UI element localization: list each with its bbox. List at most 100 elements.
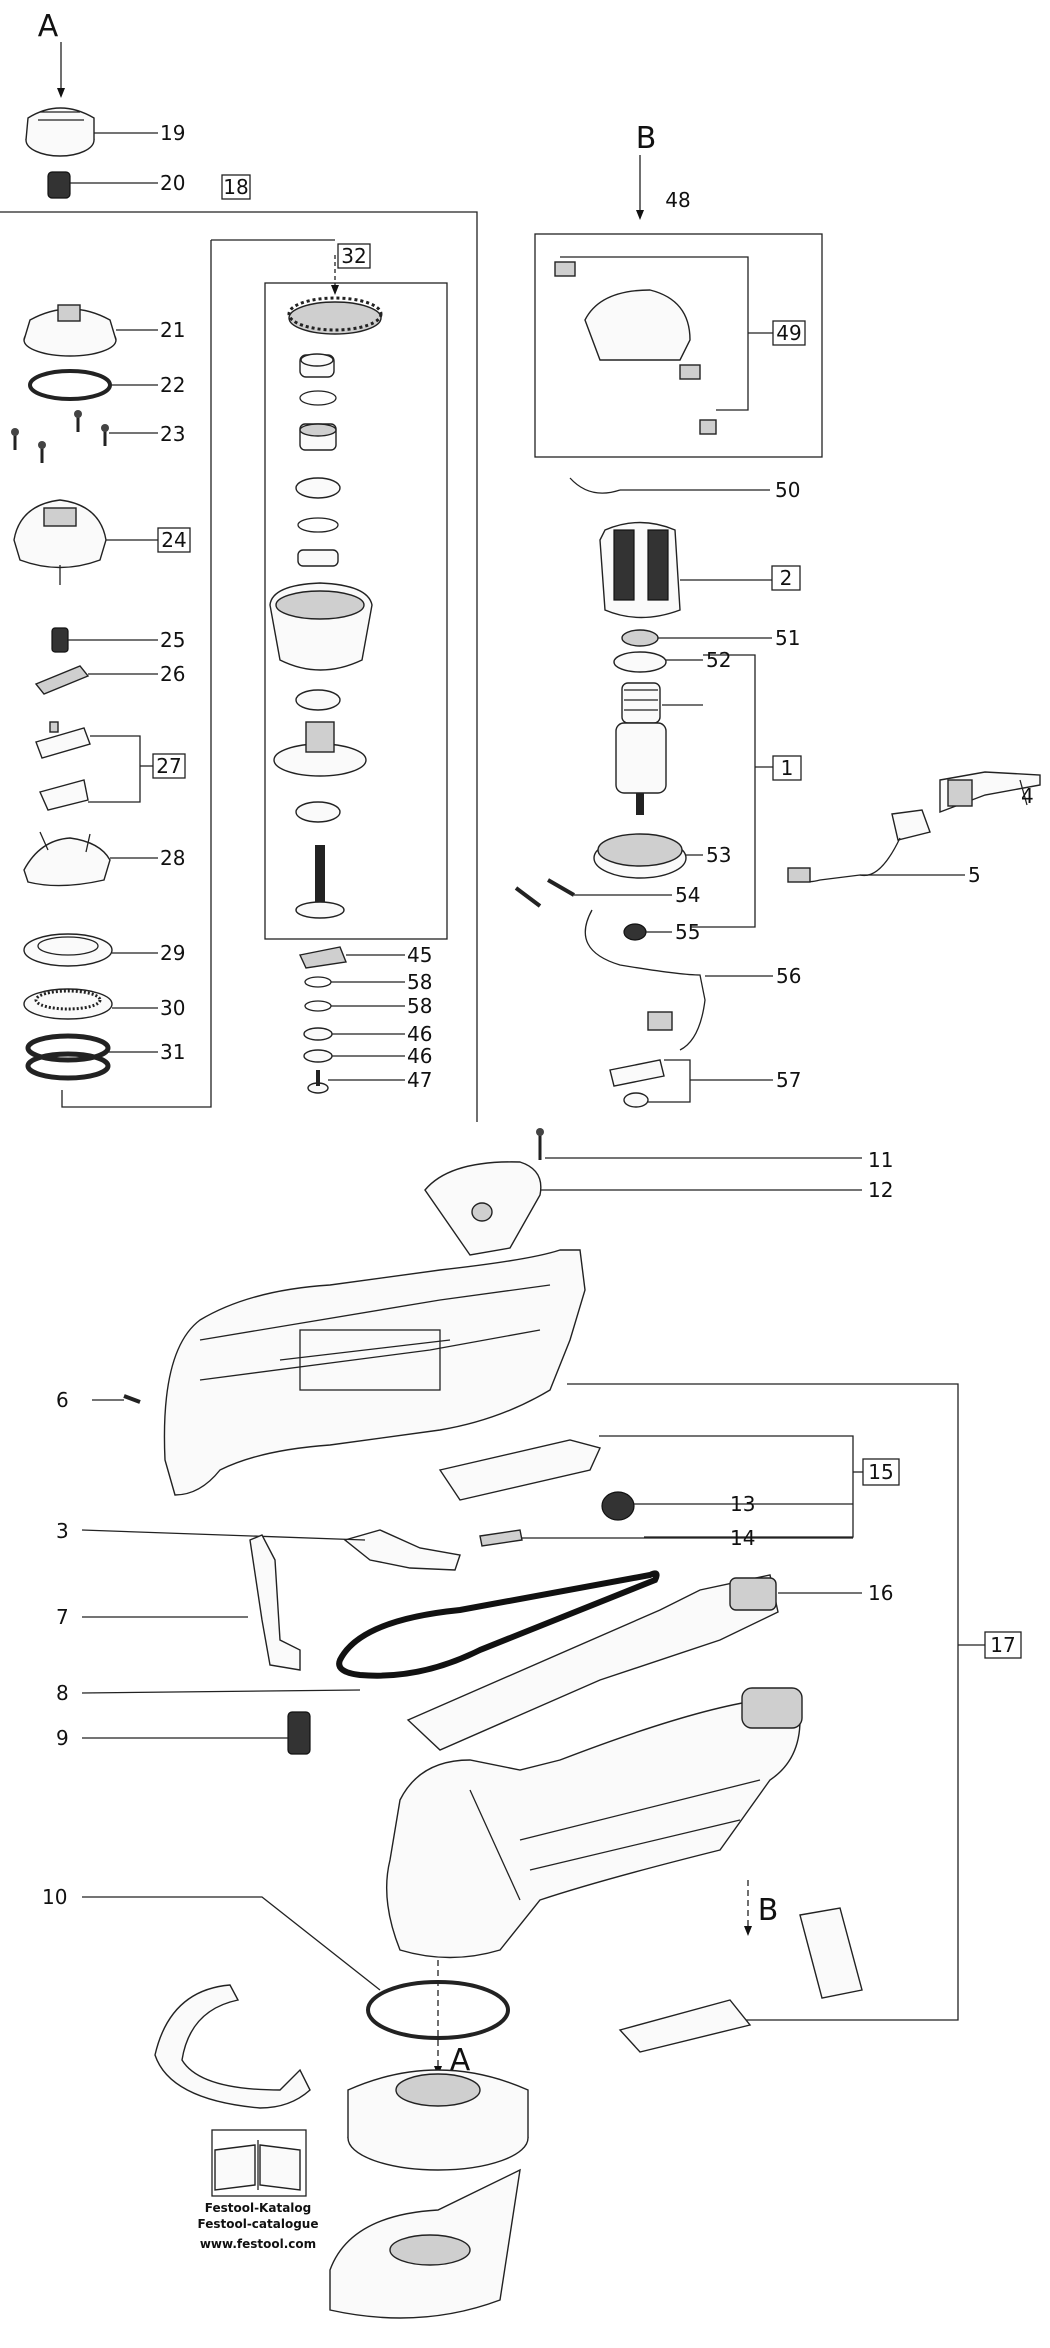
label-31: 31 [160, 1040, 185, 1064]
center-small-parts [298, 946, 405, 1094]
label-12: 12 [868, 1178, 893, 1202]
part-52-washer [613, 651, 703, 673]
part-22-o-ring [28, 369, 158, 401]
label-6: 6 [56, 1388, 69, 1412]
part-24-gear-housing [13, 499, 158, 585]
label-25: 25 [160, 628, 185, 652]
part-30-ring-gear [23, 988, 158, 1020]
part-50-cable [569, 477, 770, 494]
label-32: 32 [341, 244, 366, 268]
label-16: 16 [868, 1581, 893, 1605]
label-46a: 46 [407, 1022, 432, 1046]
part-8-belt [81, 1570, 660, 1694]
label-48: 48 [665, 188, 690, 212]
part-7-bracket [82, 1534, 301, 1671]
part-31-band [25, 1033, 158, 1081]
part-2-stator [599, 521, 772, 619]
group-48-brush-holder [554, 261, 717, 435]
label-24: 24 [161, 528, 186, 552]
label-29: 29 [160, 941, 185, 965]
label-58a: 58 [407, 970, 432, 994]
label-17: 17 [990, 1633, 1015, 1657]
part-23-screws [11, 410, 158, 463]
part-29-ring-plate [23, 933, 158, 967]
part-10-ring [82, 1896, 510, 2040]
label-53: 53 [706, 843, 731, 867]
part-21-housing-cap [23, 304, 158, 357]
label-19: 19 [160, 121, 185, 145]
sanding-pad-delta [329, 2168, 521, 2319]
label-50: 50 [775, 478, 800, 502]
part-number-labels: 19 20 21 22 23 25 26 28 29 30 31 45 58 5… [42, 121, 1034, 1909]
label-1: 1 [781, 756, 794, 780]
view-marker-b-top: B [636, 121, 657, 220]
part-25-spring [51, 627, 158, 653]
part-16-duct [406, 1574, 862, 1751]
label-23: 23 [160, 422, 185, 446]
part-11-screw [536, 1128, 862, 1160]
part-28-shroud [23, 831, 158, 887]
svg-text:B: B [636, 121, 657, 156]
label-54: 54 [675, 883, 700, 907]
label-47: 47 [407, 1068, 432, 1092]
part-1-armature [615, 682, 703, 815]
label-20: 20 [160, 171, 185, 195]
svg-text:B: B [758, 1893, 779, 1928]
part-55-bearing [623, 923, 672, 941]
label-56: 56 [776, 964, 801, 988]
label-46b: 46 [407, 1044, 432, 1068]
label-58b: 58 [407, 994, 432, 1018]
svg-text:A: A [38, 9, 59, 44]
part-27-switch-set [35, 721, 153, 811]
label-28: 28 [160, 846, 185, 870]
label-11: 11 [868, 1148, 893, 1172]
label-52: 52 [706, 648, 731, 672]
view-marker-a-top: A [38, 9, 65, 98]
label-55: 55 [675, 920, 700, 944]
catalog-line-1: Festool-Katalog [205, 2201, 312, 2215]
label-10: 10 [42, 1885, 67, 1909]
part-9-spring [82, 1711, 311, 1755]
catalog-book-icon: Festool-Katalog Festool-catalogue www.fe… [198, 2129, 319, 2251]
label-5: 5 [968, 863, 981, 887]
label-26: 26 [160, 662, 185, 686]
part-12-cover [424, 1161, 862, 1256]
catalog-line-2: Festool-catalogue [198, 2217, 319, 2231]
upper-housing [163, 1249, 586, 1496]
part-5-cable [787, 809, 965, 883]
part-57-holder [609, 1059, 773, 1108]
label-49: 49 [776, 321, 801, 345]
view-marker-b-bottom: B [744, 1880, 778, 1936]
label-9: 9 [56, 1726, 69, 1750]
label-7: 7 [56, 1605, 69, 1629]
part-26-latch [34, 665, 158, 695]
label-8: 8 [56, 1681, 69, 1705]
label-15: 15 [868, 1460, 893, 1484]
label-27: 27 [156, 754, 181, 778]
group-frames [0, 211, 985, 2021]
label-30: 30 [160, 996, 185, 1020]
part-4-plug [939, 771, 1041, 814]
part-3-lever [81, 1529, 461, 1571]
label-51: 51 [775, 626, 800, 650]
sanding-pad-round [347, 2069, 529, 2171]
labels-plates [618, 1907, 863, 2053]
part-20-spring [47, 171, 158, 199]
part-53-fan [593, 833, 703, 879]
protector-ring [154, 1984, 311, 2109]
part-56-wiring [584, 909, 773, 1051]
part-54-screws [514, 878, 672, 908]
part-6-screw [92, 1394, 141, 1404]
label-2: 2 [780, 566, 793, 590]
label-13: 13 [730, 1492, 755, 1516]
group-label-boxes: 18 32 48 49 24 27 2 1 15 17 [152, 174, 1022, 1659]
part-51-bearing [621, 629, 772, 647]
lower-housing [386, 1687, 803, 1959]
label-3: 3 [56, 1519, 69, 1543]
label-14: 14 [730, 1526, 755, 1550]
part-19-cap [25, 107, 158, 157]
label-45: 45 [407, 943, 432, 967]
label-4: 4 [1021, 784, 1034, 808]
label-18: 18 [223, 175, 248, 199]
